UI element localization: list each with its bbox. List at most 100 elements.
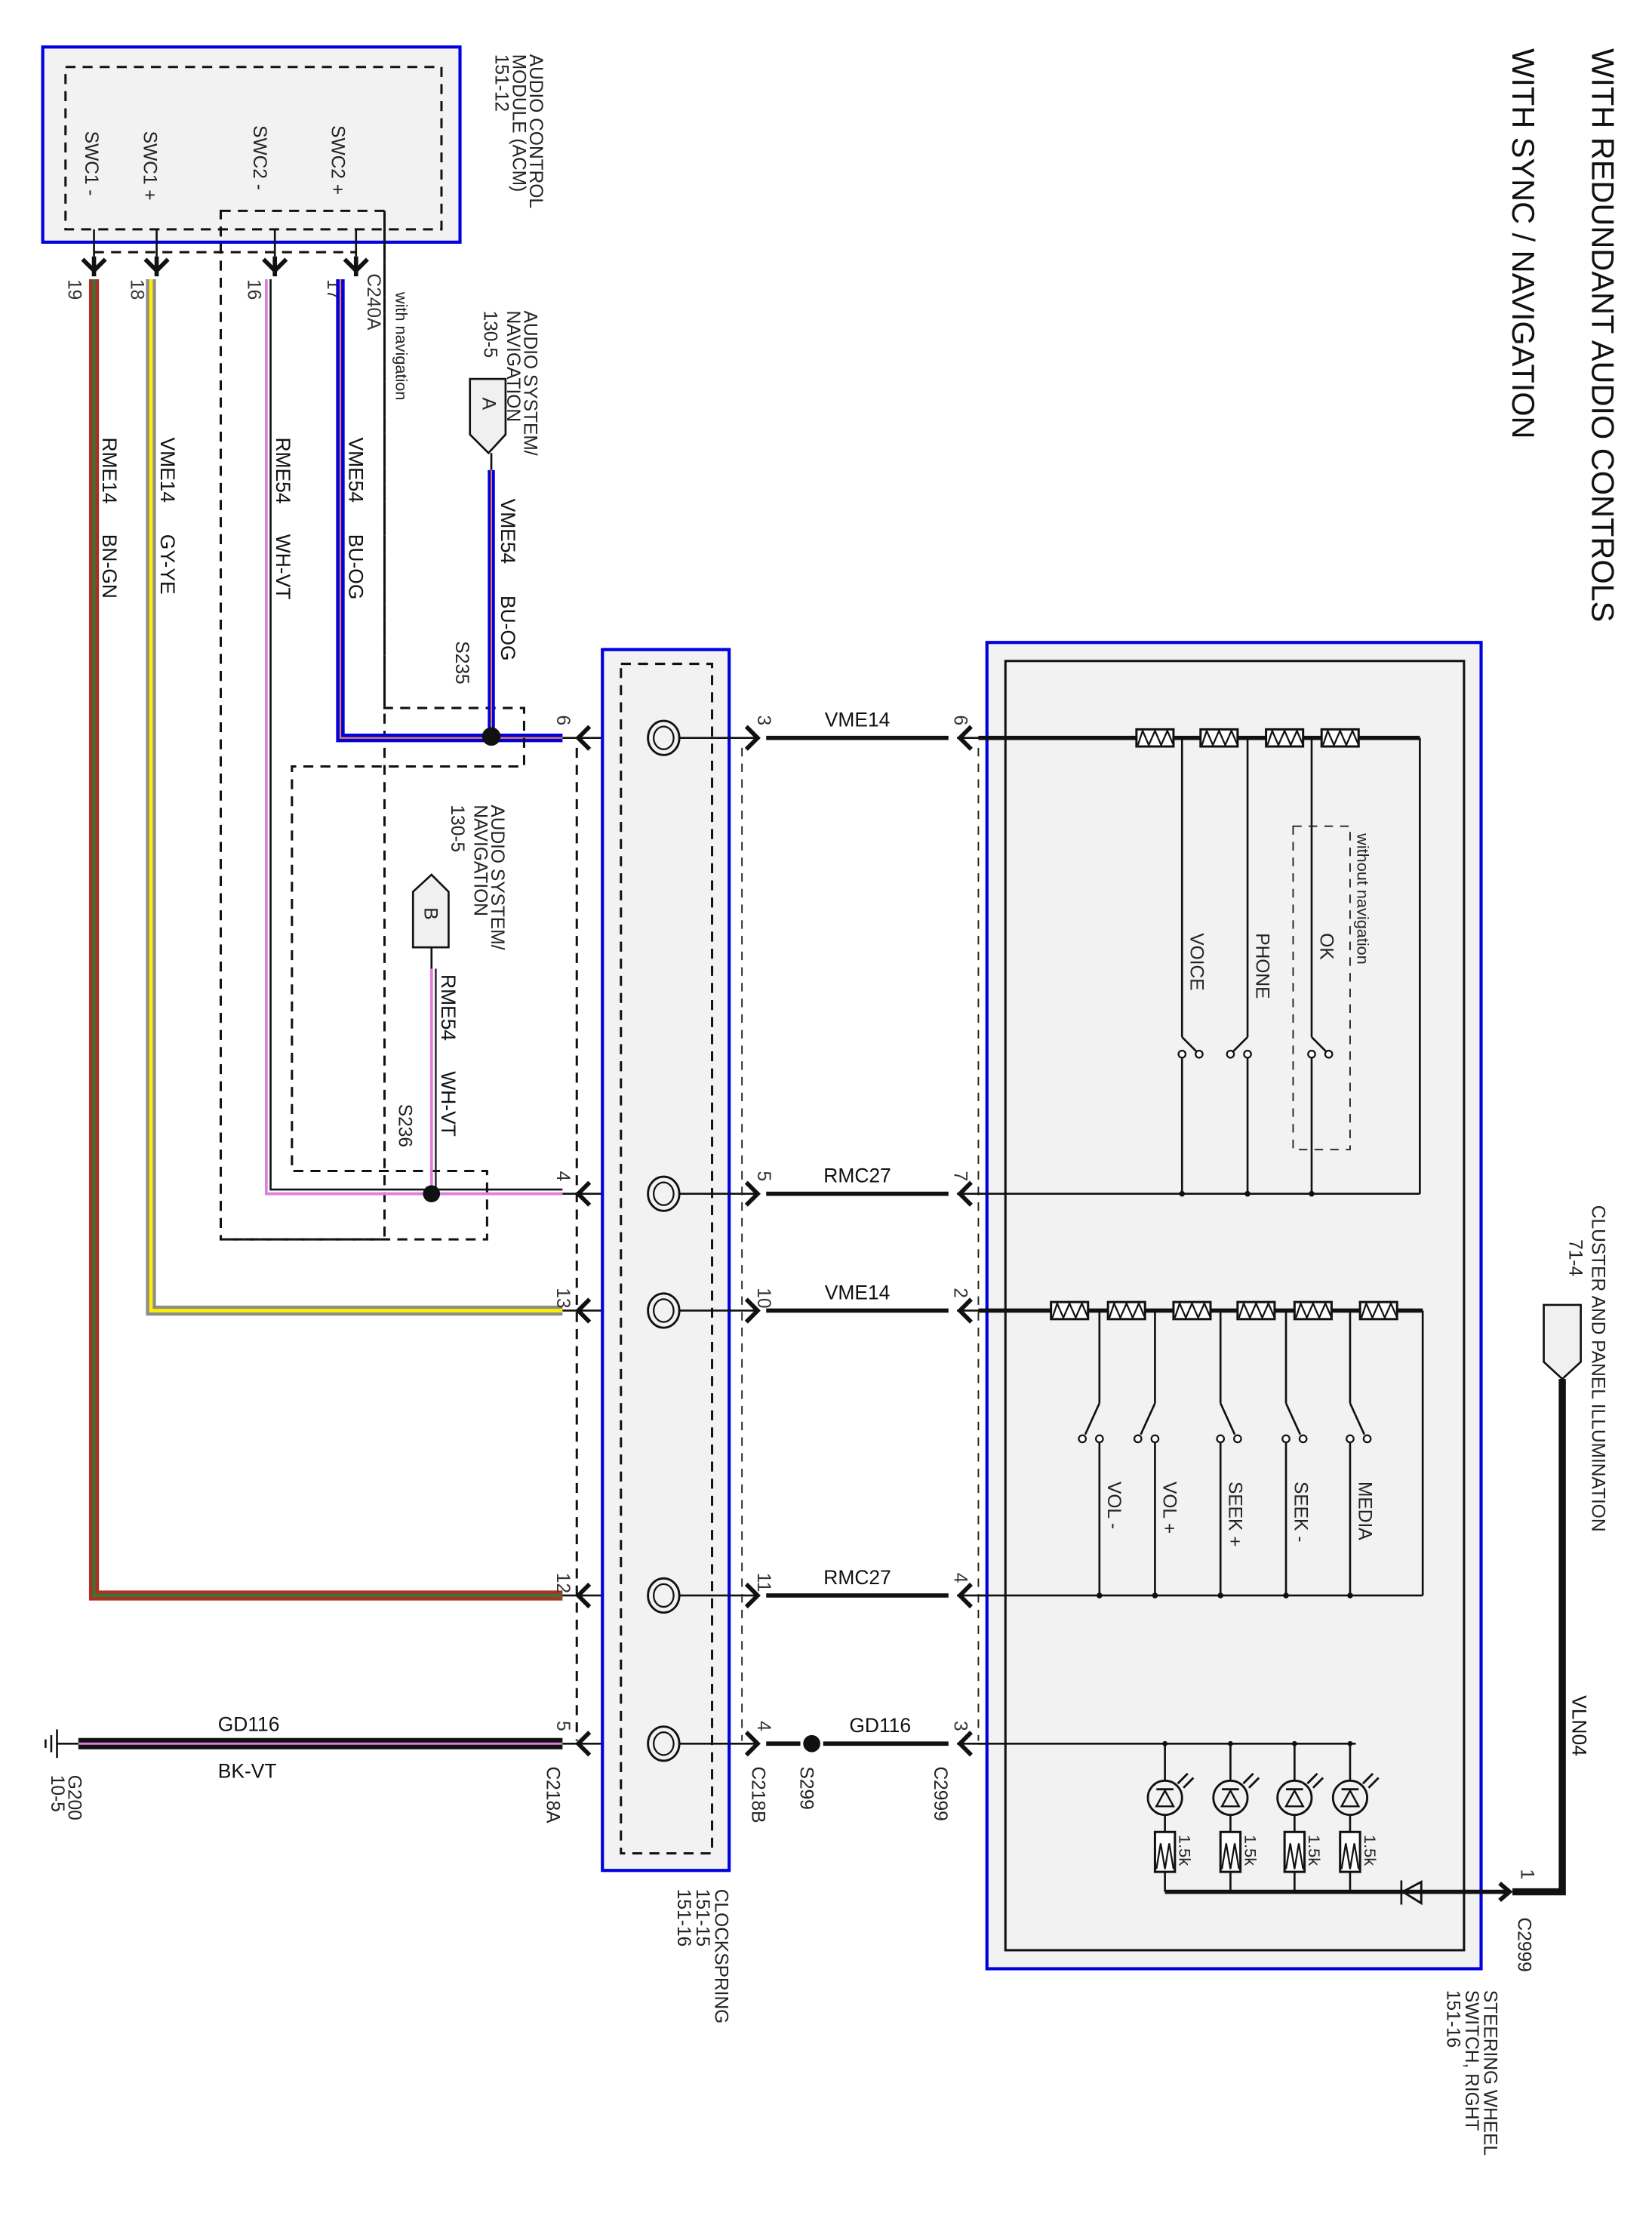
resistor-1-5k-icon [1153, 1830, 1177, 1873]
pin-number: 7 [949, 1171, 970, 1181]
illumination-pin-1: 1 [1516, 1869, 1537, 1879]
nav-a-name-line1: AUDIO SYSTEM/ [519, 310, 540, 455]
nav-a-wire-color: BU-OG [497, 595, 519, 661]
pin-16: 16 [243, 279, 263, 300]
nav-b-wire-circuit: RME54 [437, 974, 460, 1041]
switch-seek- [1281, 1310, 1308, 1599]
switch-label: OK [1315, 933, 1336, 960]
ground-wire-color: BK-VT [218, 1760, 277, 1783]
resistor-value-label: 1.5k [1241, 1835, 1260, 1866]
switch-vol- [1078, 1310, 1104, 1599]
led-branch: 1.5k [1276, 1740, 1324, 1892]
harness-circuit-label: VME14 [825, 1281, 891, 1303]
wire-19-color: BN-GN [98, 534, 121, 599]
switch-label: MEDIA [1354, 1482, 1374, 1540]
harness-circuit-label: VME14 [825, 709, 891, 731]
resistor-value-label: 1.5k [1361, 1835, 1380, 1866]
clockspring-ref1: 151-15 [692, 1889, 712, 1946]
ground-ref-label: 10-5 [47, 1775, 67, 1812]
splice-s235-label: S235 [451, 641, 472, 684]
with-navigation-region-acm [219, 209, 386, 1241]
nav-b-wire-color: WH-VT [437, 1071, 460, 1137]
resistor-icon [1199, 728, 1239, 748]
audio-nav-connector-b[interactable]: B AUDIO SYSTEM/ NAVIGATION 130-5 [411, 805, 507, 969]
switch-ladder-lower: VOL -VOL +SEEK +SEEK -MEDIA [978, 1300, 1424, 1599]
steering-ref: 151-16 [1442, 1990, 1463, 2048]
switch-label: VOL - [1103, 1482, 1124, 1529]
wire-17-color: BU-OG [344, 534, 367, 600]
splice-s236[interactable] [423, 1185, 441, 1203]
cluster-panel-illumination-connector[interactable]: CLUSTER AND PANEL ILLUMINATION 71-4 [1543, 1205, 1608, 1532]
harness-circuit-label: GD116 [849, 1714, 911, 1737]
wire-17-circuit: VME54 [344, 437, 367, 503]
acm-name-line1: AUDIO CONTROL [525, 54, 546, 208]
clockspring[interactable]: CLOCKSPRING 151-15 151-16 [601, 648, 731, 2024]
resistor-icon [1265, 728, 1305, 748]
resistor-1-5k-icon [1283, 1830, 1306, 1873]
connector-arrow-icon [744, 1731, 761, 1757]
pin-number: 3 [949, 1721, 970, 1731]
acm-pin-label-swc1-neg: SWC1 - [81, 131, 101, 196]
pin-number: 2 [949, 1288, 970, 1298]
pin-number: 13 [552, 1288, 573, 1308]
wire-18-circuit: VME14 [156, 437, 179, 503]
switch-label: SEEK - [1290, 1482, 1310, 1542]
connector-arrow-icon [744, 725, 761, 751]
ground-g200-label: G200 [64, 1775, 85, 1820]
resistor-icon [1236, 1300, 1276, 1321]
resistor-icon [1293, 1300, 1333, 1321]
pin-18: 18 [127, 279, 147, 300]
harness-circuit-label: RMC27 [823, 1165, 891, 1187]
nav-b-ref: 130-5 [447, 805, 467, 852]
resistor-icon [1320, 728, 1360, 748]
title-line-1: WITH REDUNDANT AUDIO CONTROLS [1586, 48, 1621, 622]
led-branch: 1.5k [1331, 1740, 1380, 1892]
connector-arrow-icon [744, 1297, 761, 1324]
pin-number: 4 [949, 1573, 970, 1583]
nav-b-name-line1: AUDIO SYSTEM/ [487, 805, 507, 949]
connector-c218a-label: C218A [543, 1766, 563, 1823]
ground-symbol-icon [45, 1729, 78, 1759]
resistor-icon [1050, 1300, 1090, 1321]
wire-19-circuit: RME14 [98, 437, 121, 503]
resistor-value-label: 1.5k [1175, 1835, 1194, 1866]
pin-number: 5 [753, 1171, 774, 1181]
wire-nav-a-vme54[interactable]: VME54 BU-OG [488, 469, 519, 735]
without-navigation-note: without navigation [1353, 832, 1372, 965]
clockspring-ref2: 151-16 [673, 1889, 694, 1946]
pin-number: 4 [753, 1721, 774, 1731]
wire-vln04[interactable]: VLN04 [1512, 1379, 1590, 1896]
harness-circuit-label: RMC27 [823, 1566, 891, 1589]
switch-label: PHONE [1251, 933, 1272, 999]
switch-label: SEEK + [1225, 1482, 1245, 1547]
splice-s235[interactable] [481, 727, 501, 746]
pin-number: 11 [753, 1573, 774, 1592]
wire-vme14-gy-ye[interactable]: VME14 GY-YE [146, 278, 563, 1316]
connector-c2999-illum-label: C2999 [1514, 1918, 1534, 1972]
switch-media [1346, 1310, 1372, 1599]
wire-rme14-bn-gn[interactable]: RME14 BN-GN [88, 278, 563, 1601]
clockspring-name: CLOCKSPRING [710, 1889, 731, 2023]
audio-control-module[interactable]: AUDIO CONTROL MODULE (ACM) 151-12 SWC1 -… [41, 45, 546, 257]
splice-s299[interactable] [803, 1734, 820, 1753]
pin-number: 3 [753, 715, 774, 726]
acm-connector-c240a: 19 18 16 17 C240A [64, 256, 383, 331]
switch-ok [1307, 737, 1334, 1197]
ground-wire-gd116[interactable]: GD116 BK-VT [78, 1713, 563, 1783]
nav-b-name-line2: NAVIGATION [469, 805, 490, 916]
wire-nav-b-rme54[interactable]: RME54 WH-VT [429, 968, 460, 1191]
wire-18-color: GY-YE [156, 534, 179, 595]
led-branch: 1.5k [1146, 1740, 1195, 1892]
cluster-name: CLUSTER AND PANEL ILLUMINATION [1588, 1205, 1608, 1532]
acm-pin-label-swc2-pos: SWC2 + [328, 125, 348, 195]
steering-name-line1: STEERING WHEEL [1479, 1990, 1500, 2156]
with-navigation-note: with navigation [392, 291, 411, 400]
nav-a-ref: 130-5 [480, 310, 500, 358]
ground-wire-circuit: GD116 [218, 1713, 280, 1735]
led-icon [1146, 1772, 1195, 1817]
wire-16-circuit: RME54 [272, 437, 294, 503]
wire-rme54-wh-vt[interactable]: RME54 WH-VT [264, 278, 563, 1196]
audio-nav-connector-a[interactable]: A AUDIO SYSTEM/ NAVIGATION 130-5 [469, 310, 540, 470]
